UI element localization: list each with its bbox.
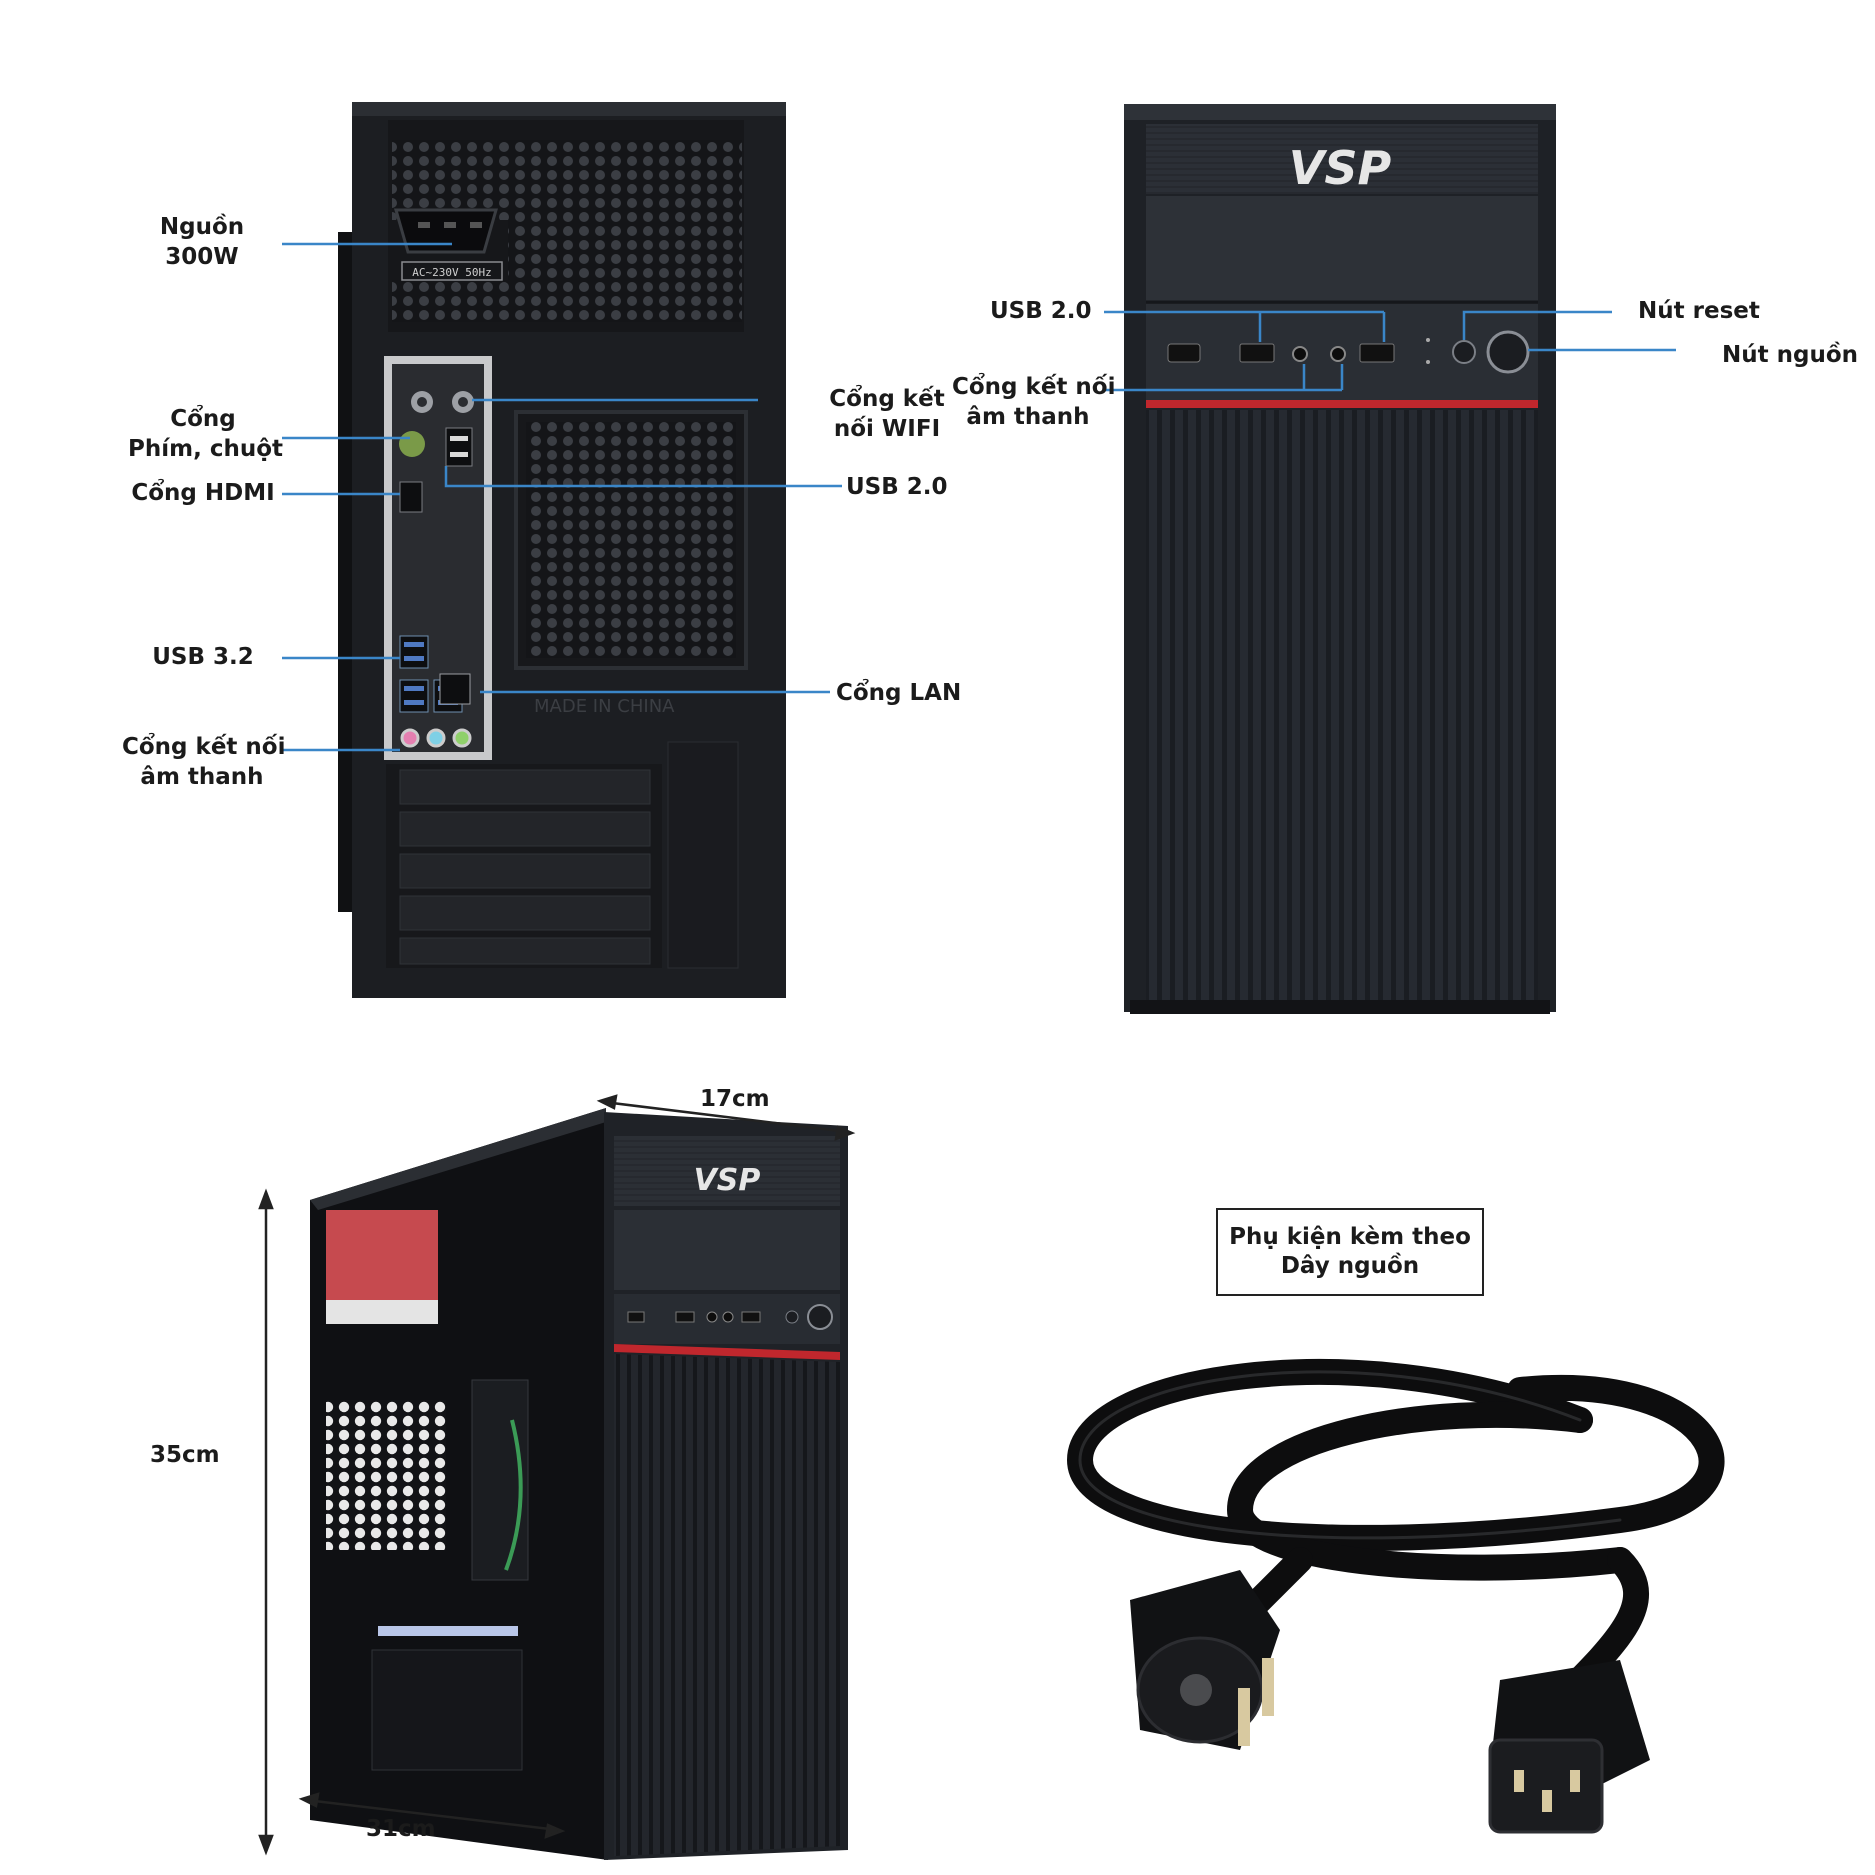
ac-power-inlet: [394, 208, 498, 254]
power-button-icon: [1486, 330, 1530, 374]
rear-fan-grill: [526, 422, 736, 658]
rear-usb20-label: USB 2.0: [846, 474, 948, 500]
width-dimension-label: 17cm: [700, 1086, 770, 1112]
hdmi-port-label: Cổng HDMI: [131, 480, 275, 506]
accessory-box: Phụ kiện kèm theo Dây nguồn: [1216, 1208, 1484, 1296]
dimension-arrows: [258, 1094, 856, 1856]
rear-audio-label: Cổng kết nối âm thanh: [122, 732, 286, 792]
reset-button-label: Nút reset: [1638, 298, 1760, 324]
width-arrow: [603, 1100, 849, 1134]
drive-bay: [1146, 196, 1538, 302]
wifi-port-label: Cổng kết nối WIFI: [828, 384, 946, 444]
schuko-plug-icon: [1130, 1570, 1280, 1750]
side-fan-grill: [326, 1400, 446, 1550]
lan-port-label: Cổng LAN: [836, 680, 962, 706]
ps2-port-icon: [399, 431, 425, 457]
leader-reset: [1462, 310, 1612, 340]
front-audio-label-line2: âm thanh: [966, 404, 1090, 430]
ps2-port-label: Cổng Phím, chuột: [128, 404, 284, 464]
front-panel-photo: VSP: [1124, 104, 1556, 1014]
leader-lines: [282, 242, 1676, 752]
rear-audio-label-line2: âm thanh: [140, 764, 264, 790]
rear-panel-photo: AC~230V 50Hz MADE IN CHINA: [338, 102, 786, 998]
power-supply-label-line2: 300W: [165, 244, 239, 270]
reset-button-icon: [1452, 340, 1476, 364]
angled-logo: VSP: [694, 1163, 761, 1198]
power-supply-label-line1: Nguồn: [159, 214, 245, 240]
front-ribbed-panel: [1146, 410, 1538, 1000]
depth-arrow: [305, 1798, 559, 1832]
front-usb20-label: USB 2.0: [990, 298, 1092, 324]
leader-rear-usb: [444, 466, 842, 488]
red-accent-strip: [1146, 400, 1538, 408]
power-button-label: Nút nguồn: [1722, 342, 1859, 368]
usb32-label: USB 3.2: [152, 644, 254, 670]
front-audio-label: Cổng kết nối âm thanh: [952, 372, 1116, 432]
accessory-title: Phụ kiện kèm theo: [1229, 1224, 1471, 1250]
made-in-label: MADE IN CHINA: [534, 696, 675, 717]
iec-connector-icon: [1488, 1660, 1650, 1834]
rear-audio-label-line1: Cổng kết nối: [122, 734, 286, 760]
ps2-port-label-line2: Phím, chuột: [128, 436, 284, 462]
power-supply-label: Nguồn 300W: [150, 212, 254, 272]
wifi-port-label-line2: nối WIFI: [833, 416, 941, 442]
psu-rating-label: AC~230V 50Hz: [412, 266, 491, 279]
accessory-item: Dây nguồn: [1280, 1253, 1420, 1279]
front-audio-label-line1: Cổng kết nối: [952, 374, 1116, 400]
front-logo: VSP: [1289, 141, 1392, 195]
angled-case-photo: VSP: [310, 1108, 848, 1860]
depth-dimension-label: 31cm: [366, 1816, 436, 1842]
height-dimension-label: 35cm: [150, 1442, 220, 1468]
lan-port-icon: [439, 673, 471, 705]
wifi-port-label-line1: Cổng kết: [829, 386, 945, 412]
hdmi-port-icon: [399, 481, 423, 513]
ps2-port-label-line1: Cổng: [170, 406, 236, 432]
